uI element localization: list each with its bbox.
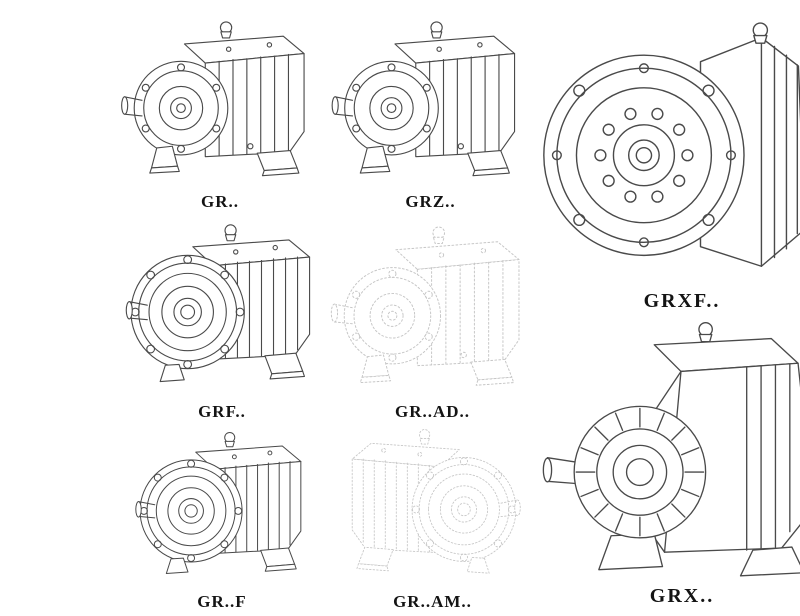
- label-grz: GRZ..: [405, 192, 456, 212]
- figure-grxf: GRXF..: [532, 16, 800, 316]
- figure-grf: GRF..: [112, 221, 332, 426]
- figure-grz: GRZ..: [328, 18, 533, 216]
- label-gr-am: GR..AM..: [393, 592, 472, 612]
- gearbox-drawing-gr-ad: [325, 223, 540, 401]
- gearbox-drawing-gr-am: [325, 426, 540, 591]
- figure-gr-am: GR..AM..: [325, 426, 540, 616]
- gearbox-drawing-grf: [112, 221, 332, 401]
- label-gr: GR..: [201, 192, 239, 212]
- label-gr-ad: GR..AD..: [394, 402, 471, 422]
- gearbox-drawing-grx: [532, 316, 800, 583]
- label-gr-f: GR..F: [197, 592, 247, 612]
- gearbox-drawing-gr-f: [112, 429, 332, 591]
- figure-gr: GR..: [110, 18, 330, 216]
- figure-grx: GRX..: [532, 316, 800, 611]
- figure-gr-ad: GR..AD..: [325, 223, 540, 426]
- figure-gr-f: GR..F: [112, 429, 332, 616]
- gearbox-drawing-grxf: [532, 16, 800, 288]
- gearbox-drawing-gr: [110, 18, 330, 191]
- gearbox-drawing-grz: [328, 18, 533, 191]
- label-grxf: GRXF..: [643, 290, 721, 312]
- label-grx: GRX..: [649, 585, 715, 607]
- label-grf: GRF..: [198, 402, 246, 422]
